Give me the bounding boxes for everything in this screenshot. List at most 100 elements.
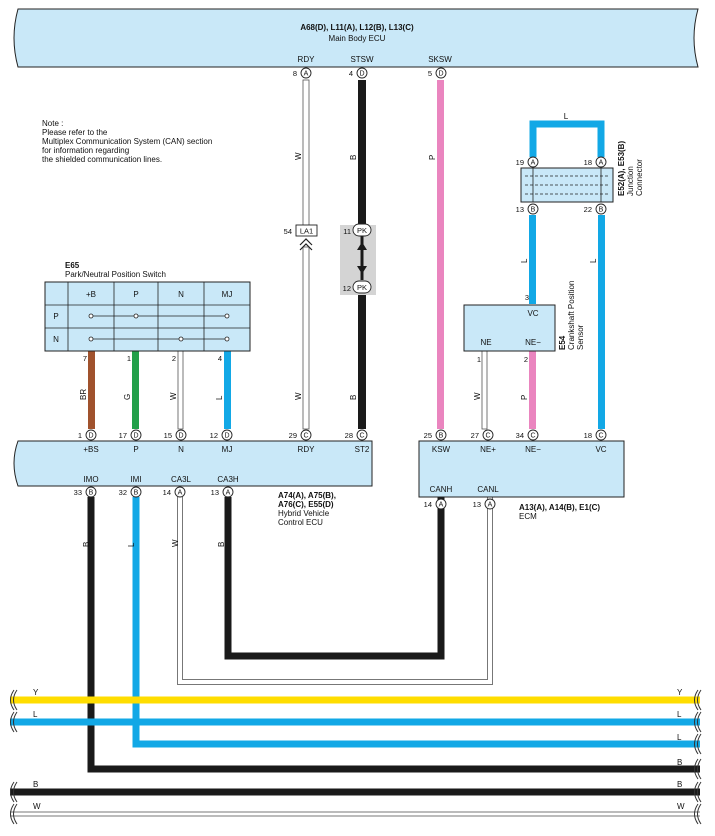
svg-text:Multiplex Communication System: Multiplex Communication System (CAN) sec… bbox=[42, 137, 212, 146]
wire-br bbox=[88, 351, 95, 429]
ecm-pin-label-ne-minus: NE− bbox=[525, 445, 541, 454]
hv-pin-33: 33 B bbox=[74, 486, 97, 498]
hv-control-ecu: +BS P N MJ RDY ST2 IMO IMI CA3L CA3H A74… bbox=[13, 440, 373, 527]
hv-pin-label-ca3l: CA3L bbox=[171, 475, 192, 484]
sensor-name1: Crankshaft Position bbox=[567, 281, 576, 350]
svg-text:29: 29 bbox=[289, 431, 297, 440]
svg-text:Please refer to the: Please refer to the bbox=[42, 128, 108, 137]
bus-lines bbox=[10, 689, 702, 825]
svg-text:D: D bbox=[359, 71, 364, 78]
wire-rdy-white bbox=[302, 79, 310, 430]
ecm-pin-27: 27 C bbox=[471, 429, 494, 441]
svg-text:4: 4 bbox=[218, 354, 222, 363]
jc-pin-13: 13 B bbox=[516, 203, 539, 215]
svg-text:D: D bbox=[133, 433, 138, 440]
wire-jc-to-ecm-vc bbox=[598, 215, 605, 429]
junction-connector: E52(A), E53(B) Junction Connector bbox=[520, 141, 644, 203]
pnp-col-p: P bbox=[133, 290, 138, 299]
bus-label-w-left: W bbox=[33, 802, 41, 811]
wire-imo-black bbox=[87, 497, 700, 773]
sensor-code: E54 bbox=[558, 335, 567, 350]
hv-ecu-connectors-2: A76(C), E55(D) bbox=[278, 500, 334, 509]
svg-text:32: 32 bbox=[119, 488, 127, 497]
hv-pin-1: 1 D bbox=[78, 429, 97, 441]
wire-label-p-ne-minus: P bbox=[520, 395, 529, 400]
svg-text:C: C bbox=[598, 433, 603, 440]
wire-label-g: G bbox=[123, 394, 132, 400]
svg-text:LA1: LA1 bbox=[300, 227, 313, 236]
wire-label-l-vc: L bbox=[520, 258, 529, 263]
wire-label-l-mj: L bbox=[215, 395, 224, 400]
main-body-ecu-pin-4: 4 D bbox=[349, 67, 368, 79]
svg-text:A: A bbox=[439, 502, 444, 509]
svg-text:C: C bbox=[303, 433, 308, 440]
wire-label-br: BR bbox=[79, 389, 88, 400]
ecm-connectors: A13(A), A14(B), E1(C) bbox=[519, 503, 600, 512]
hv-pin-14: 14 A bbox=[163, 486, 186, 498]
wire-label-b-ca3h: B bbox=[217, 542, 226, 547]
svg-text:2: 2 bbox=[172, 354, 176, 363]
svg-text:19: 19 bbox=[516, 158, 524, 167]
svg-text:D: D bbox=[88, 433, 93, 440]
svg-text:14: 14 bbox=[163, 488, 171, 497]
hv-pin-label-p: P bbox=[133, 445, 138, 454]
junction-connector-name2: Connector bbox=[635, 159, 644, 196]
bus-label-l2-right: L bbox=[677, 733, 682, 742]
bus-label-b2-right: B bbox=[677, 758, 682, 767]
svg-text:7: 7 bbox=[83, 354, 87, 363]
ecm-pin-label-canl: CANL bbox=[477, 485, 499, 494]
hv-pin-label-imi: IMI bbox=[130, 475, 141, 484]
wire-label-w-ca3l: W bbox=[171, 539, 180, 547]
pnp-row-p: P bbox=[53, 312, 58, 321]
svg-text:25: 25 bbox=[424, 431, 432, 440]
main-body-ecu-pin-8: 8 A bbox=[293, 67, 312, 79]
wire-imi-blue bbox=[132, 497, 700, 748]
svg-text:12: 12 bbox=[343, 284, 351, 293]
pnp-switch-name: Park/Neutral Position Switch bbox=[65, 270, 166, 279]
pnp-col-b: +B bbox=[86, 290, 96, 299]
hv-pin-17: 17 D bbox=[119, 429, 142, 441]
svg-text:for information regarding: for information regarding bbox=[42, 146, 129, 155]
svg-text:A: A bbox=[304, 71, 309, 78]
ecm: KSW NE+ NE− VC CANH CANL A13(A), A14(B),… bbox=[418, 440, 625, 521]
svg-text:the shielded communication lin: the shielded communication lines. bbox=[42, 155, 162, 164]
main-body-ecu: A68(D), L11(A), L12(B), L13(C) Main Body… bbox=[13, 8, 699, 68]
note: Note : Please refer to the Multiplex Com… bbox=[42, 119, 212, 164]
svg-text:PK: PK bbox=[357, 283, 367, 292]
svg-text:C: C bbox=[485, 433, 490, 440]
svg-text:1: 1 bbox=[477, 355, 481, 364]
svg-text:A: A bbox=[178, 490, 183, 497]
ecm-name: ECM bbox=[519, 512, 537, 521]
hv-pin-13: 13 A bbox=[211, 486, 234, 498]
pin-label-sksw: SKSW bbox=[428, 55, 452, 64]
junction-connector-name1: Junction bbox=[626, 166, 635, 196]
main-body-ecu-pin-5: 5 D bbox=[428, 67, 447, 79]
hv-ecu-name-2: Control ECU bbox=[278, 518, 323, 527]
wire-g bbox=[132, 351, 139, 429]
pnp-switch-code: E65 bbox=[65, 261, 80, 270]
svg-text:D: D bbox=[224, 433, 229, 440]
hv-pin-29: 29 C bbox=[289, 429, 312, 441]
svg-text:A: A bbox=[531, 160, 536, 167]
svg-text:A: A bbox=[599, 160, 604, 167]
pnp-col-n: N bbox=[178, 290, 184, 299]
hv-pin-label-imo: IMO bbox=[83, 475, 98, 484]
svg-text:B: B bbox=[89, 490, 94, 497]
ecm-pin-34: 34 C bbox=[516, 429, 539, 441]
svg-text:B: B bbox=[134, 490, 139, 497]
wire-stsw-black bbox=[340, 80, 376, 429]
hv-pin-label-mj: MJ bbox=[222, 445, 233, 454]
wire-label-w-ne: W bbox=[473, 392, 482, 400]
wire-sksw-pink bbox=[437, 80, 444, 429]
svg-text:D: D bbox=[438, 71, 443, 78]
sensor-ne-label: NE bbox=[480, 338, 491, 347]
jc-pin-19: 19 A bbox=[516, 156, 539, 168]
svg-text:C: C bbox=[530, 433, 535, 440]
svg-text:12: 12 bbox=[210, 431, 218, 440]
svg-text:5: 5 bbox=[428, 69, 432, 78]
ecm-pin-label-ksw: KSW bbox=[432, 445, 451, 454]
wire-label-l-imi: L bbox=[127, 542, 136, 547]
svg-text:17: 17 bbox=[119, 431, 127, 440]
hv-pin-28: 28 C bbox=[345, 429, 368, 441]
wire-label-w-n: W bbox=[169, 392, 178, 400]
